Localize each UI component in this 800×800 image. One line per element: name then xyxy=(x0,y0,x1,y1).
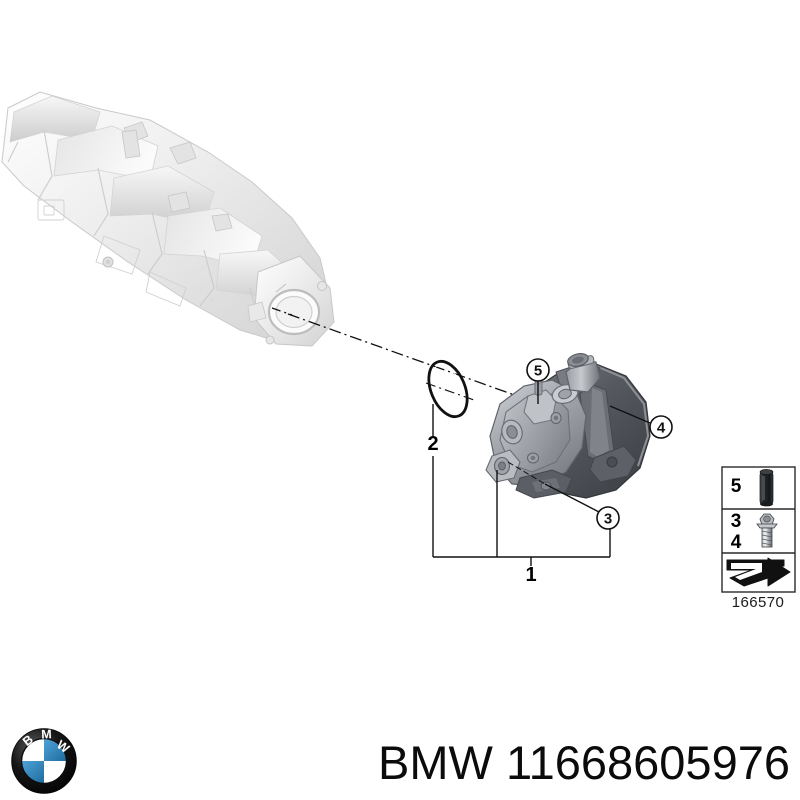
callout-4-bubble xyxy=(649,415,673,439)
bmw-logo: B M W xyxy=(11,728,77,794)
legend-box: 5 3 4 xyxy=(721,466,796,611)
callout-4: 4 xyxy=(609,405,673,439)
callout-5-bubble xyxy=(526,358,550,382)
vacuum-pump-illustration xyxy=(485,353,651,499)
svg-text:M: M xyxy=(41,728,52,742)
callout-layer: 5 4 3 xyxy=(526,358,673,530)
legend-row-1-number-a: 3 xyxy=(731,511,742,532)
callout-3: 3 xyxy=(544,483,620,530)
legend-row-0-number: 5 xyxy=(731,476,742,497)
assembly-centerline xyxy=(271,307,535,403)
intake-manifold-illustration xyxy=(1,91,335,347)
callout-4-label: 4 xyxy=(657,420,666,437)
part-number-caption: BMW 11668605976 xyxy=(378,736,790,789)
callout-5: 5 xyxy=(526,358,550,404)
o-ring-illustration xyxy=(427,359,469,419)
pump-mounting-ear xyxy=(485,449,521,483)
plug-valve-icon xyxy=(759,469,774,507)
callout-3-leader xyxy=(544,483,600,513)
pump-outlet-neck xyxy=(565,353,601,393)
bracket-2-label: 2 xyxy=(427,433,438,455)
arrow-direction-icon xyxy=(726,557,791,587)
pump-side-boss xyxy=(501,419,523,445)
legend-row-1-number-b: 4 xyxy=(731,532,742,553)
manifold-bolt-holes xyxy=(209,297,243,323)
pump-base-bolt xyxy=(540,481,552,491)
flange-bolt-icon xyxy=(756,513,778,548)
callout-3-bubble xyxy=(596,506,620,530)
bracket-layer: 12 xyxy=(425,382,611,586)
bracket-1-label: 1 xyxy=(525,564,536,586)
o-ring-axis-tick xyxy=(425,382,475,401)
manifold-lugs xyxy=(121,121,233,232)
pump-bolt-heads xyxy=(527,412,562,464)
manifold-boss xyxy=(102,256,114,268)
callout-3-label: 3 xyxy=(604,511,612,528)
callout-5-label: 5 xyxy=(534,363,542,380)
bracket-part-1: 1 xyxy=(496,470,611,586)
manifold-detail-panels xyxy=(37,199,187,307)
legend-code: 166570 xyxy=(732,594,784,611)
bracket-part-2: 2 xyxy=(427,404,497,558)
callout-4-leader xyxy=(609,405,651,424)
